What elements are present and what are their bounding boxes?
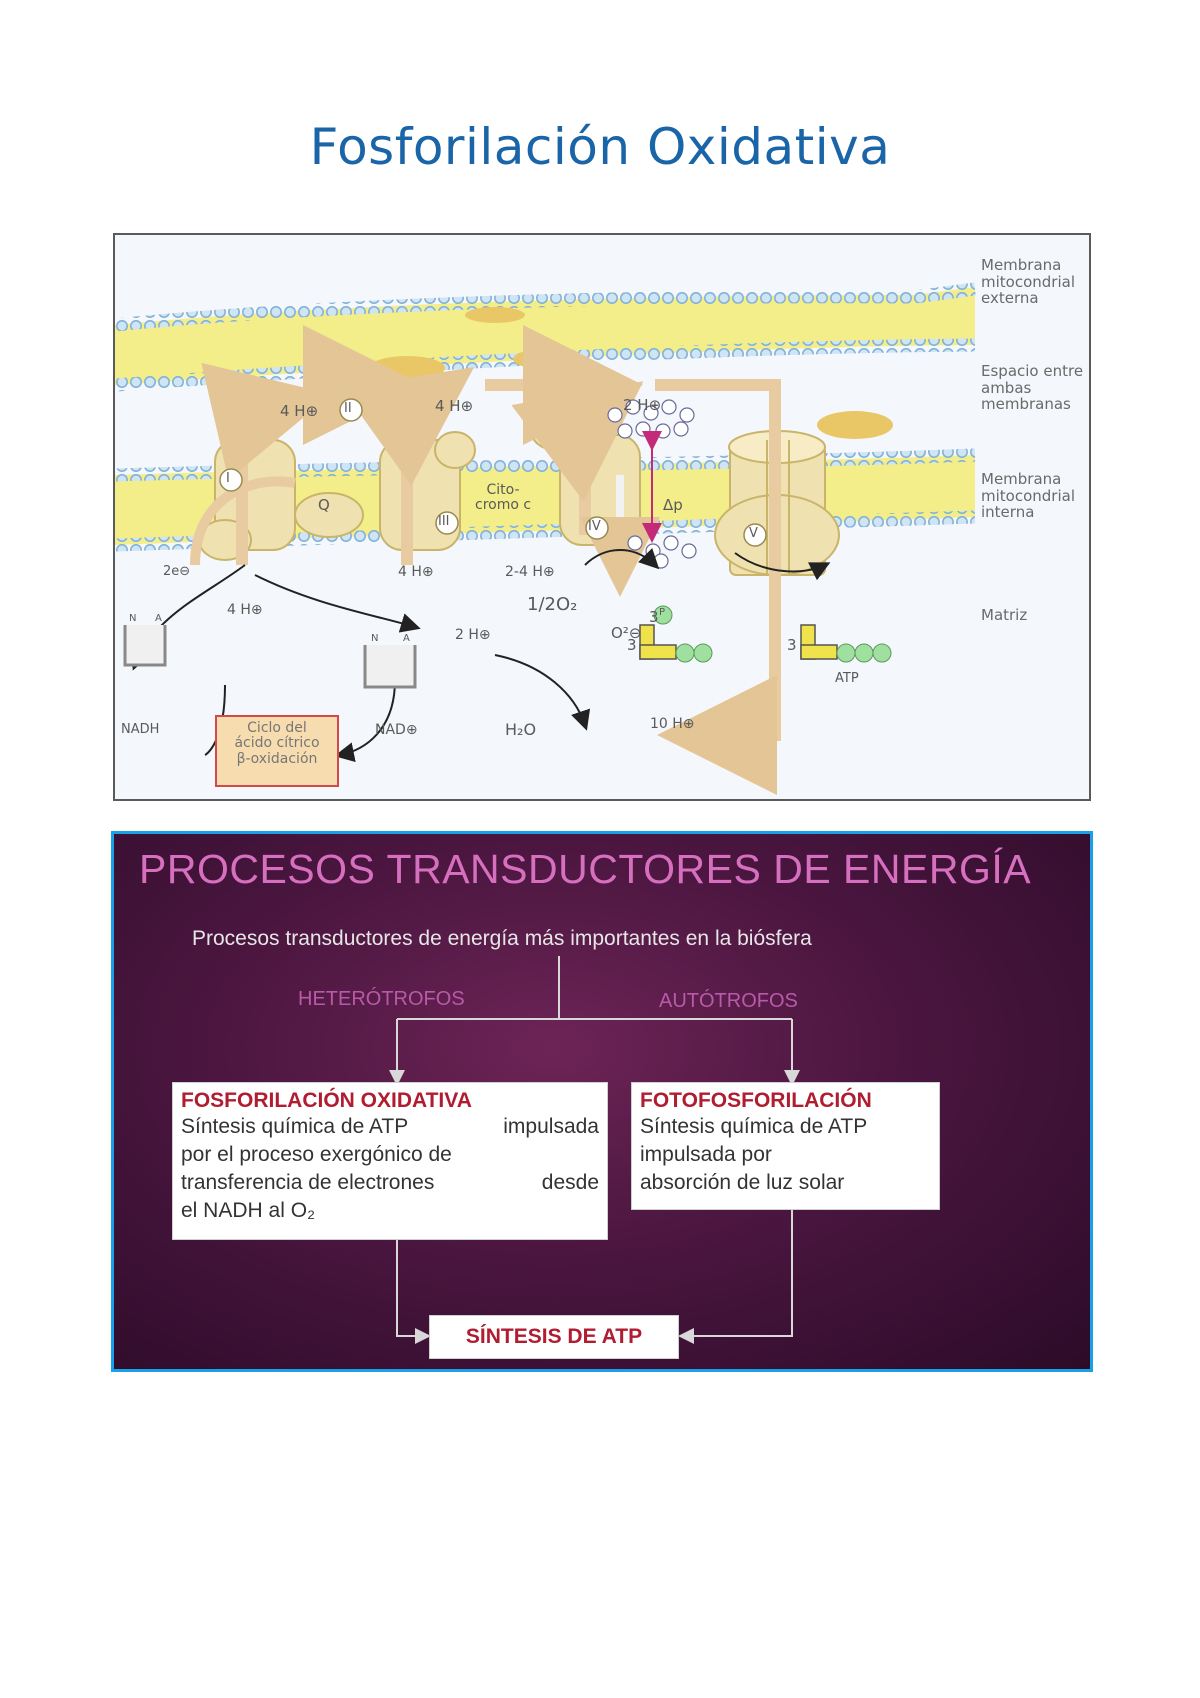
nadh-n-label: N — [129, 613, 137, 624]
box-line: impulsada — [503, 1115, 599, 1138]
electrons-label: 2e⊖ — [163, 564, 191, 579]
phosphate-count-label: 3 — [649, 608, 659, 626]
intermembrane-space-label: Espacio entre ambas membranas — [981, 362, 1084, 413]
phosphate-label: P — [659, 607, 666, 618]
box-line: transferencia de electrones — [181, 1171, 435, 1194]
proton-motive-force-label: Δp — [663, 496, 683, 514]
box-line: absorción de luz solar — [640, 1171, 845, 1194]
cytochrome-c-label: Cito- cromo c — [475, 482, 532, 514]
box-line: Síntesis química de ATP — [640, 1115, 868, 1138]
adp-shape — [639, 605, 713, 663]
nadh-a-label: A — [155, 613, 162, 624]
oxidative-phosphorylation-box: FOSFORILACIÓN OXIDATIVA Síntesis química… — [172, 1082, 608, 1240]
protons-label: 2 H⊕ — [455, 627, 491, 643]
atp-label: ATP — [835, 671, 859, 686]
complex-iii-label: III — [438, 514, 450, 529]
protons-label: 4 H⊕ — [398, 564, 434, 580]
flow-lines — [389, 956, 800, 1344]
citric-acid-cycle-box: Ciclo del ácido cítrico β-oxidación — [215, 715, 339, 787]
nadh-label: NADH — [121, 722, 160, 737]
ubiquinone-label: Q — [318, 496, 330, 514]
box-title: FOSFORILACIÓN OXIDATIVA — [181, 1089, 472, 1112]
inner-membrane-label: Membrana mitocondrial interna — [981, 470, 1075, 521]
slide-title: PROCESOS TRANSDUCTORES DE ENERGÍA — [139, 846, 1032, 892]
complex-iv-label: IV — [588, 519, 601, 534]
water-label: H₂O — [505, 720, 537, 739]
box-line: Síntesis química de ATP — [181, 1115, 409, 1138]
outer-membrane-label: Membrana mitocondrial externa — [981, 256, 1075, 307]
oxidative-phosphorylation-diagram: I II III IV V Membrana mitocondrial exte… — [113, 233, 1091, 801]
oxide-label: O²⊖ — [611, 624, 642, 642]
protons-label: 4 H⊕ — [280, 402, 319, 420]
protons-label: 4 H⊕ — [227, 602, 263, 618]
protons-label: 2-4 H⊕ — [505, 564, 555, 580]
box-line: desde — [541, 1171, 599, 1194]
oxygen-label: 1/2O₂ — [527, 594, 578, 615]
box-line: impulsada por — [640, 1143, 772, 1166]
matrix-label: Matriz — [981, 606, 1028, 624]
adp-count-label: 3 — [627, 636, 637, 654]
slide-subtitle: Procesos transductores de energía más im… — [192, 927, 812, 950]
atp-synthesis-box: SÍNTESIS DE ATP — [429, 1315, 679, 1359]
box-line: por el proceso exergónico de — [181, 1143, 452, 1166]
complex-v-label: V — [749, 526, 758, 541]
membrane-illustration — [115, 282, 976, 795]
nad-label: NAD⊕ — [375, 722, 418, 738]
autotrophs-label: AUTÓTROFOS — [659, 990, 798, 1012]
complex-ii-label: II — [344, 401, 352, 416]
photophosphorylation-box: FOTOFOSFORILACIÓN Síntesis química de AT… — [631, 1082, 940, 1210]
heterotrophs-label: HETERÓTROFOS — [298, 988, 465, 1010]
nad-n-label: N — [371, 633, 379, 644]
box-title: FOTOFOSFORILACIÓN — [640, 1089, 872, 1112]
protons-label: 10 H⊕ — [650, 716, 695, 732]
protons-label: 2 H⊕ — [623, 396, 662, 414]
atp-count-label: 3 — [787, 636, 797, 654]
box-line: el NADH al O₂ — [181, 1199, 316, 1222]
atp-shape — [800, 624, 892, 663]
energy-transduction-slide: PROCESOS TRANSDUCTORES DE ENERGÍA Proces… — [111, 831, 1093, 1372]
protons-label: 4 H⊕ — [435, 397, 474, 415]
page-title: Fosforilación Oxidativa — [309, 118, 891, 176]
nad-a-label: A — [403, 633, 410, 644]
complex-i-label: I — [226, 471, 230, 486]
